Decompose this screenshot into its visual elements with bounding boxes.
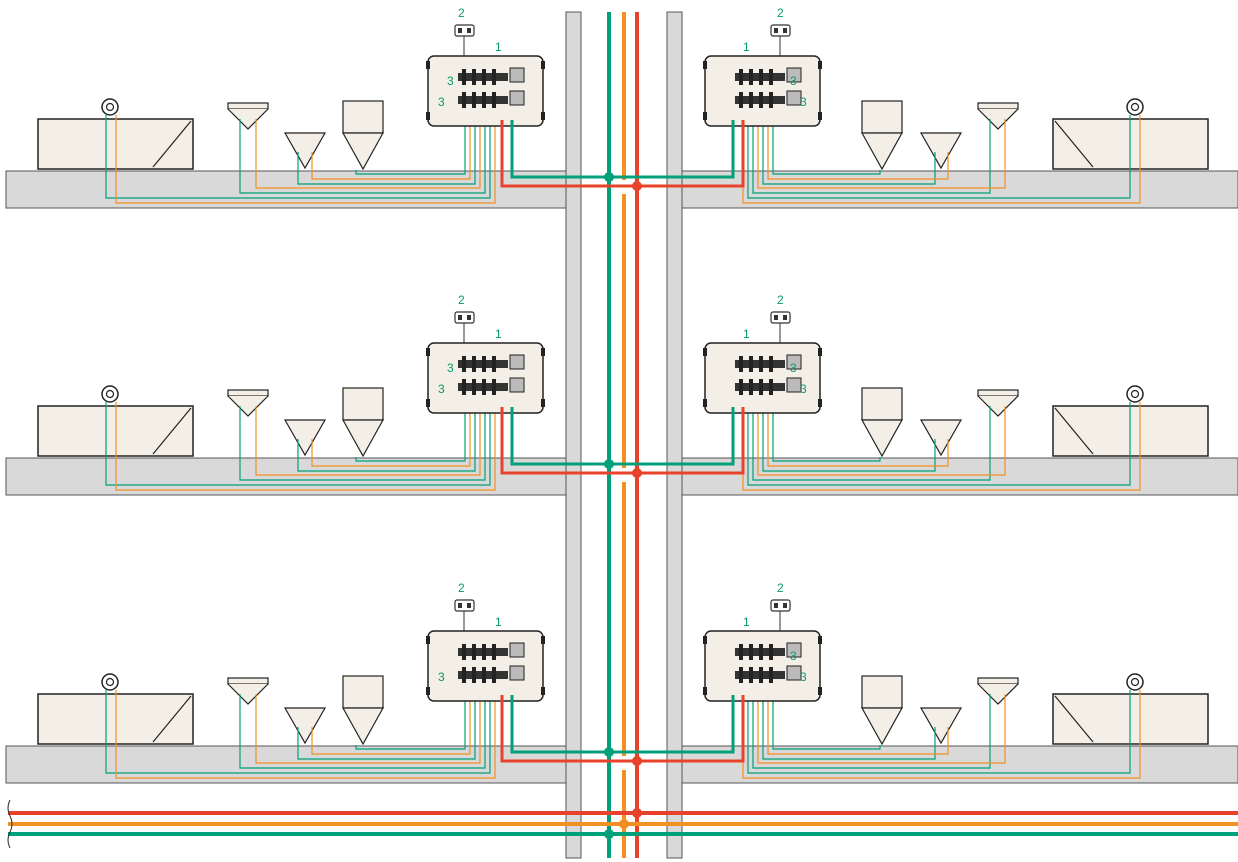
toilet-right [920,132,962,169]
control-switch-right [770,311,791,324]
cistern-toilet-left [342,675,384,745]
junction-main-cold [604,829,614,839]
label-1-right: 1 [743,327,750,341]
washbasin-right [977,389,1019,417]
washbasin-left [227,102,269,130]
label-1-left: 1 [495,40,502,54]
junction-main-hot [619,819,629,829]
washbasin-left [227,389,269,417]
label-3-right-b: 3 [800,95,807,109]
junction-main-return [632,808,642,818]
cistern-toilet-left [342,100,384,170]
distribution-unit-right [702,55,823,127]
cistern-toilet-right [861,100,903,170]
floor-top: 2 1 3 3 2 1 3 3 [37,6,1209,204]
washbasin-right [977,677,1019,705]
slab-middle-right [681,457,1238,496]
label-3-left-b: 3 [438,382,445,396]
washbasin-right [977,102,1019,130]
label-3-right-b: 3 [800,382,807,396]
risers [607,12,639,858]
label-3-right-b: 3 [800,670,807,684]
label-3-left-a: 3 [447,361,454,375]
cistern-toilet-right [861,675,903,745]
toilet-left [284,132,326,169]
label-3-right-a: 3 [790,74,797,88]
slab-bottom-right [681,745,1238,784]
toilet-right [920,419,962,456]
main-pipes [7,799,1238,849]
label-2-right: 2 [777,293,784,307]
distribution-unit-left [425,630,546,702]
control-switch-left [454,24,475,37]
cistern-toilet-right [861,387,903,457]
label-3-left-b: 3 [438,95,445,109]
label-3-right-a: 3 [790,361,797,375]
distribution-unit-left [425,342,546,414]
distribution-unit-right [702,342,823,414]
floor-middle: 2 1 3 3 2 1 3 3 [37,293,1209,491]
bathtub-faucet-right [1126,98,1144,116]
label-2-right: 2 [777,6,784,20]
slab-top-right [681,170,1238,209]
label-1-left: 1 [495,327,502,341]
control-switch-left [454,599,475,612]
shaft-wall-right [666,11,683,859]
slab-top-left [5,170,567,209]
floor-bottom: 2 1 3 2 1 3 3 [37,581,1209,779]
bathtub-faucet-right [1126,673,1144,691]
bathtub-faucet-right [1126,385,1144,403]
label-1-right: 1 [743,40,750,54]
label-3-left: 3 [438,670,445,684]
bathtub-faucet-left [101,673,119,691]
control-switch-left [454,311,475,324]
label-3-right-a: 3 [790,649,797,663]
control-switch-right [770,599,791,612]
distribution-unit-right [702,630,823,702]
label-2-left: 2 [458,581,465,595]
shaft-wall-left [565,11,582,859]
label-2-left: 2 [458,293,465,307]
label-2-left: 2 [458,6,465,20]
toilet-left [284,419,326,456]
cistern-toilet-left [342,387,384,457]
label-2-right: 2 [777,581,784,595]
label-1-right: 1 [743,615,750,629]
shaft-walls [565,11,683,859]
bathtub-faucet-left [101,98,119,116]
control-switch-right [770,24,791,37]
toilet-right [920,707,962,744]
label-3-left-a: 3 [447,74,454,88]
label-1-left: 1 [495,615,502,629]
floor-slabs [5,170,1238,784]
toilet-left [284,707,326,744]
washbasin-left [227,677,269,705]
bathtub-faucet-left [101,385,119,403]
slab-middle-left [5,457,567,496]
distribution-unit-left [425,55,546,127]
